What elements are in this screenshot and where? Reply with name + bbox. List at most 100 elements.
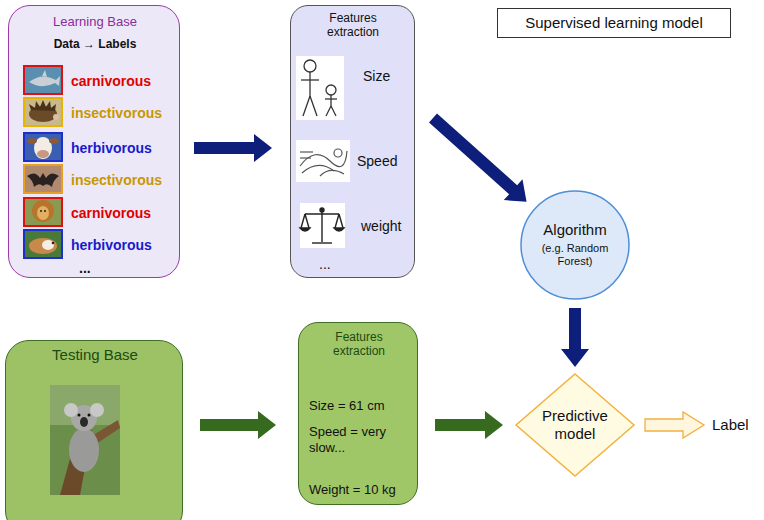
class-label: insectivorous (71, 172, 162, 189)
testing-base-box: Testing Base (5, 340, 183, 520)
bat-photo (24, 165, 62, 193)
size-icon-part (331, 106, 336, 116)
text-slot: Features extraction (313, 11, 393, 40)
block-arrow (194, 134, 272, 162)
text-slot: weight (361, 217, 413, 235)
hedgehog-photo-part (24, 98, 62, 126)
block-arrow (561, 308, 589, 367)
text-slot: ... (79, 259, 119, 277)
guinea-pig-photo-part (42, 240, 54, 250)
column-heading: Data → Labels (54, 37, 137, 51)
size-icon-part (330, 95, 331, 106)
text-slot: Predictive model (533, 407, 617, 443)
features-box: Features extractionSize = 61 cmSpeed = v… (298, 322, 418, 505)
lion-photo-part (24, 198, 62, 226)
guinea-pig-photo (24, 230, 62, 258)
cow-photo (24, 133, 62, 161)
features-box: Features extractionSizeSpeed weight... (290, 5, 415, 278)
weight-icon-part (335, 214, 339, 228)
weight-icon (300, 203, 345, 248)
weight-icon-part (321, 210, 322, 242)
title-box: Supervised learning model (497, 8, 731, 38)
feature-value: Weight = 10 kg (309, 482, 396, 498)
koala-photo-part (85, 420, 120, 448)
text-slot: Size (363, 67, 413, 85)
box-heading: Features extraction (313, 11, 393, 40)
diamond-text: Predictive model (533, 407, 617, 443)
feature-name: Size (363, 68, 390, 85)
lion-photo-part (44, 210, 46, 212)
text-slot: herbivorous (71, 139, 179, 157)
lion-photo-part (37, 206, 49, 220)
lion-photo (24, 198, 62, 226)
guinea-pig-photo-part (29, 238, 57, 254)
speed-icon (296, 140, 350, 182)
bat-photo-part (27, 173, 59, 187)
block-arrow (200, 411, 276, 439)
speed-icon-part (334, 149, 342, 157)
feature-value: Size = 61 cm (309, 398, 385, 414)
circle-outline (521, 191, 629, 299)
text-slot: (e.g. Random Forest) (535, 242, 615, 269)
class-label: herbivorous (71, 237, 152, 254)
diamond-outline (516, 374, 634, 476)
koala-photo-part (60, 430, 92, 495)
koala-photo-part (50, 385, 120, 495)
size-icon-part (326, 85, 336, 95)
weight-icon-part (334, 228, 344, 231)
text-slot: Size = 61 cm (309, 396, 414, 414)
cow-photo-part (24, 133, 62, 161)
koala-photo-part (78, 414, 81, 417)
speed-icon-part (296, 140, 350, 182)
koala-photo-part (88, 414, 91, 417)
size-icon-part (296, 56, 344, 120)
cow-photo-part (49, 138, 59, 144)
speed-icon-part (300, 151, 313, 152)
text-slot: insectivorous (71, 104, 179, 122)
box-heading: Learning Base (53, 14, 137, 30)
cow-photo-part (27, 138, 37, 144)
lion-photo-part (40, 210, 42, 212)
class-label: carnivorous (71, 205, 151, 222)
weight-icon-part (305, 213, 339, 214)
koala-photo-part (90, 403, 104, 417)
size-icon (296, 56, 344, 120)
class-label: herbivorous (71, 140, 152, 157)
text-slot: Learning Base (9, 12, 181, 30)
feature-value: Speed = very slow... (309, 424, 409, 455)
hedgehog-photo-part (29, 100, 56, 111)
guinea-pig-photo-part (52, 242, 55, 245)
weight-icon-part (305, 214, 309, 228)
koala-photo-part (71, 405, 97, 431)
shark-photo (24, 66, 62, 94)
ellipsis: ... (319, 256, 331, 273)
ellipsis: ... (79, 260, 91, 277)
lion-photo-part (32, 200, 54, 222)
algorithm-circle: Algorithm (e.g. Random Forest) (520, 190, 630, 300)
text-slot: Speed = very slow... (309, 424, 409, 456)
weight-icon-part (312, 242, 332, 243)
size-icon-part (304, 60, 316, 72)
cow-photo-part (37, 150, 49, 158)
koala-photo-part (80, 417, 88, 427)
shark-photo-part (24, 66, 62, 94)
learning-base-box: Learning BaseData → Labels carnivorous ins… (8, 5, 180, 278)
text-slot: Algorithm (520, 221, 630, 239)
block-arrow (429, 114, 527, 202)
circle-heading: Algorithm (543, 221, 606, 239)
weight-icon-part (300, 203, 345, 248)
size-icon-part (310, 96, 317, 116)
block-arrow (435, 411, 503, 439)
size-icon-part (309, 72, 310, 96)
output-label: Label (712, 416, 749, 434)
size-icon-part (301, 79, 319, 80)
speed-icon-part (320, 170, 344, 176)
weight-icon-part (320, 208, 324, 212)
speed-icon-part (302, 165, 334, 173)
text-slot: Testing Base (6, 346, 184, 364)
diagram-title: Supervised learning model (525, 14, 703, 32)
feature-name: Speed (357, 153, 397, 170)
text-slot: carnivorous (71, 204, 179, 222)
bat-photo-part (24, 165, 62, 193)
